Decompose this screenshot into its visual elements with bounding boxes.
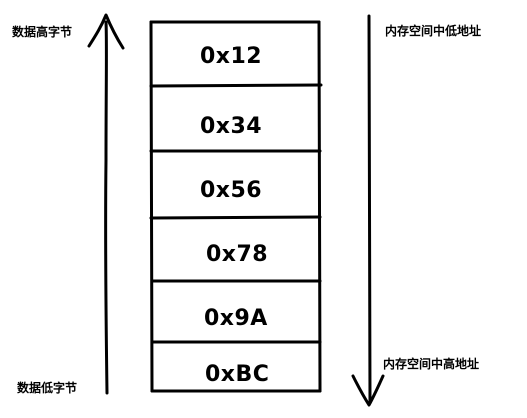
memory-cells-outline	[149, 20, 323, 393]
memory-cell-value: 0x34	[200, 114, 263, 139]
memory-cell-value: 0x9A	[204, 306, 268, 331]
memory-cell-value: 0x78	[206, 242, 269, 267]
label-low-byte: 数据低字节	[17, 381, 78, 395]
label-high-byte: 数据高字节	[12, 25, 73, 39]
memory-cell-value: 0xBC	[205, 362, 270, 387]
byte-order-up-arrow-head	[87, 13, 125, 50]
memory-column-left-edge	[149, 20, 154, 393]
label-low-address: 内存空间中低地址	[385, 24, 482, 38]
memory-cell-value: 0x56	[200, 178, 263, 203]
memory-column-right-edge	[317, 20, 322, 393]
address-down-arrow-head	[351, 374, 385, 407]
address-down-arrow-shaft	[367, 14, 372, 404]
memory-cell-divider	[149, 215, 322, 220]
label-high-address: 内存空间中高地址	[383, 357, 480, 371]
byte-order-up-arrow-shaft	[104, 20, 109, 395]
memory-cell-value: 0x12	[200, 44, 263, 69]
memory-cell-divider	[149, 83, 323, 88]
